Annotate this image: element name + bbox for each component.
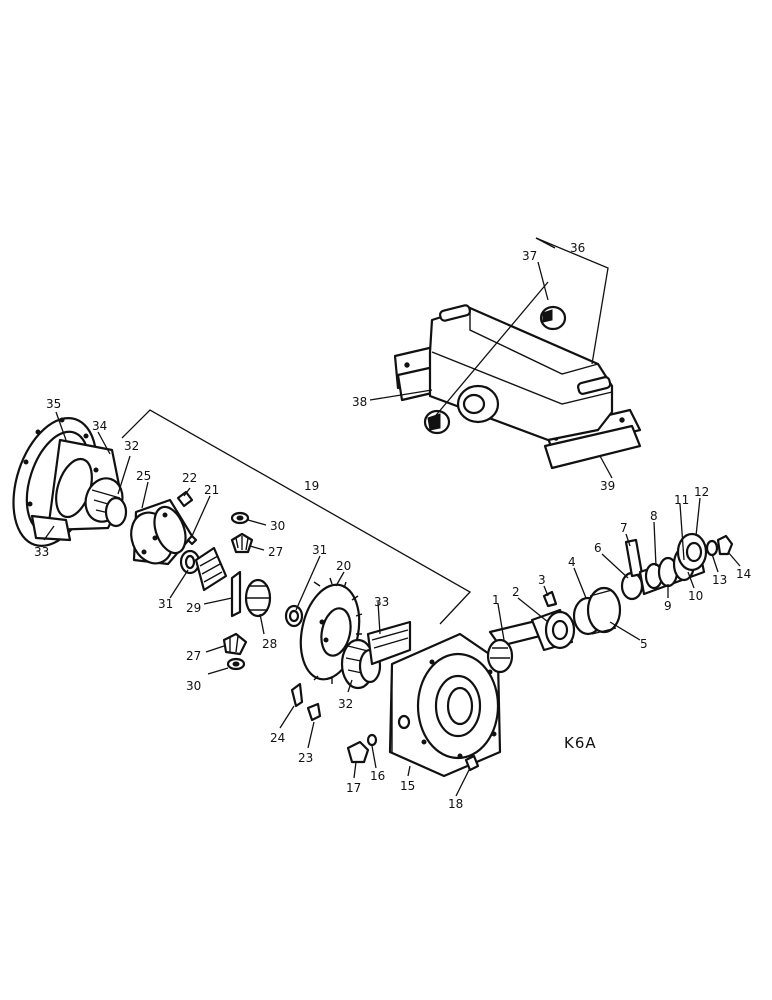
callout-21: 21 [204, 483, 219, 497]
dowel-pin [464, 754, 480, 772]
callout-13: 13 [712, 573, 727, 587]
callout-18: 18 [448, 797, 463, 811]
callout-22: 22 [182, 471, 197, 485]
callout-12: 12 [694, 485, 709, 499]
callout-30-top: 30 [270, 519, 285, 533]
callout-35: 35 [46, 397, 61, 411]
seal-stack [366, 620, 412, 666]
callout-28: 28 [262, 637, 277, 651]
callout-36: 36 [570, 241, 585, 255]
gear-housing [388, 632, 502, 778]
callout-7: 7 [620, 521, 628, 535]
callout-34: 34 [92, 419, 107, 433]
callout-38: 38 [352, 395, 367, 409]
flange-bearing [530, 608, 576, 652]
leader-lines [43, 237, 741, 797]
bearing-4-5 [572, 586, 622, 636]
differential-case [130, 498, 194, 566]
callout-16: 16 [370, 769, 385, 783]
callout-27-top: 27 [268, 545, 283, 559]
callout-4: 4 [568, 555, 576, 569]
callout-15: 15 [400, 779, 415, 793]
callout-23: 23 [298, 751, 313, 765]
pin-7 [624, 538, 644, 578]
bushing-upper [539, 305, 567, 331]
nut-14 [716, 534, 734, 556]
pin-3 [542, 590, 558, 608]
callout-31-right: 31 [312, 543, 327, 557]
callout-5: 5 [640, 637, 648, 651]
callout-33-left: 33 [34, 545, 49, 559]
callout-6: 6 [594, 541, 602, 555]
callout-11: 11 [674, 493, 689, 507]
callout-37: 37 [522, 249, 537, 263]
axle-beam-assembly [393, 304, 642, 470]
callout-8: 8 [650, 509, 658, 523]
callout-1: 1 [492, 593, 500, 607]
callout-9: 9 [664, 599, 672, 613]
callout-10: 10 [688, 589, 703, 603]
callout-25: 25 [136, 469, 151, 483]
callout-24: 24 [270, 731, 285, 745]
callout-19: 19 [304, 479, 319, 493]
drain-plug [346, 733, 378, 764]
callout-labels: 1 2 3 4 5 6 7 8 9 10 11 12 13 14 15 16 1… [34, 241, 751, 811]
callout-14: 14 [736, 567, 751, 581]
washer-13 [705, 539, 719, 557]
callout-33-center: 33 [374, 595, 389, 609]
callout-17: 17 [346, 781, 361, 795]
callout-20: 20 [336, 559, 351, 573]
callout-2: 2 [512, 585, 520, 599]
callout-3: 3 [538, 573, 546, 587]
callout-31-left: 31 [158, 597, 173, 611]
callout-27-bottom: 27 [186, 649, 201, 663]
callout-29: 29 [186, 601, 201, 615]
bolts [290, 682, 322, 722]
callout-30-bottom: 30 [186, 679, 201, 693]
callout-32-center: 32 [338, 697, 353, 711]
callout-39: 39 [600, 479, 615, 493]
reference-code: K6A [564, 734, 597, 752]
callout-32-left: 32 [124, 439, 139, 453]
coupling-12 [676, 532, 708, 572]
bearing-left [84, 477, 128, 528]
